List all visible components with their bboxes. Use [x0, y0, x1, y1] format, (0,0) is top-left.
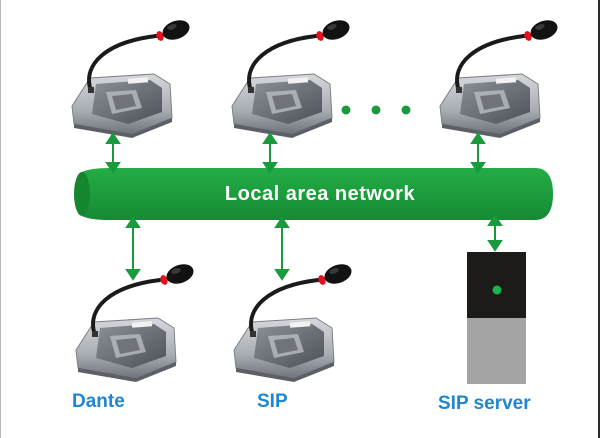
- double-arrow-icon: [487, 214, 503, 252]
- mic-unit-dante: [76, 261, 196, 382]
- ellipsis-dots-icon: [341, 105, 411, 115]
- double-arrow-icon: [125, 216, 141, 281]
- lan-label: Local area network: [224, 183, 416, 205]
- mic-unit-top-2: [232, 17, 352, 138]
- caption-dante: Dante: [72, 391, 125, 412]
- local-area-network-bar: [74, 168, 553, 220]
- double-arrow-icon: [470, 132, 486, 174]
- mic-unit-top-1: [72, 17, 192, 138]
- frame-left-edge: [0, 0, 1, 438]
- caption-sip-server: SIP server: [438, 393, 531, 414]
- frame-right-edge: [598, 0, 600, 438]
- double-arrow-icon: [274, 216, 290, 281]
- mic-unit-top-3: [440, 17, 560, 138]
- server-led-icon: [492, 285, 502, 295]
- double-arrow-icon: [262, 132, 278, 174]
- sip-server-icon: [467, 252, 526, 384]
- mic-unit-sip: [234, 261, 354, 382]
- double-arrow-icon: [105, 132, 121, 174]
- caption-sip: SIP: [257, 391, 288, 412]
- connector-arrows: [105, 132, 503, 281]
